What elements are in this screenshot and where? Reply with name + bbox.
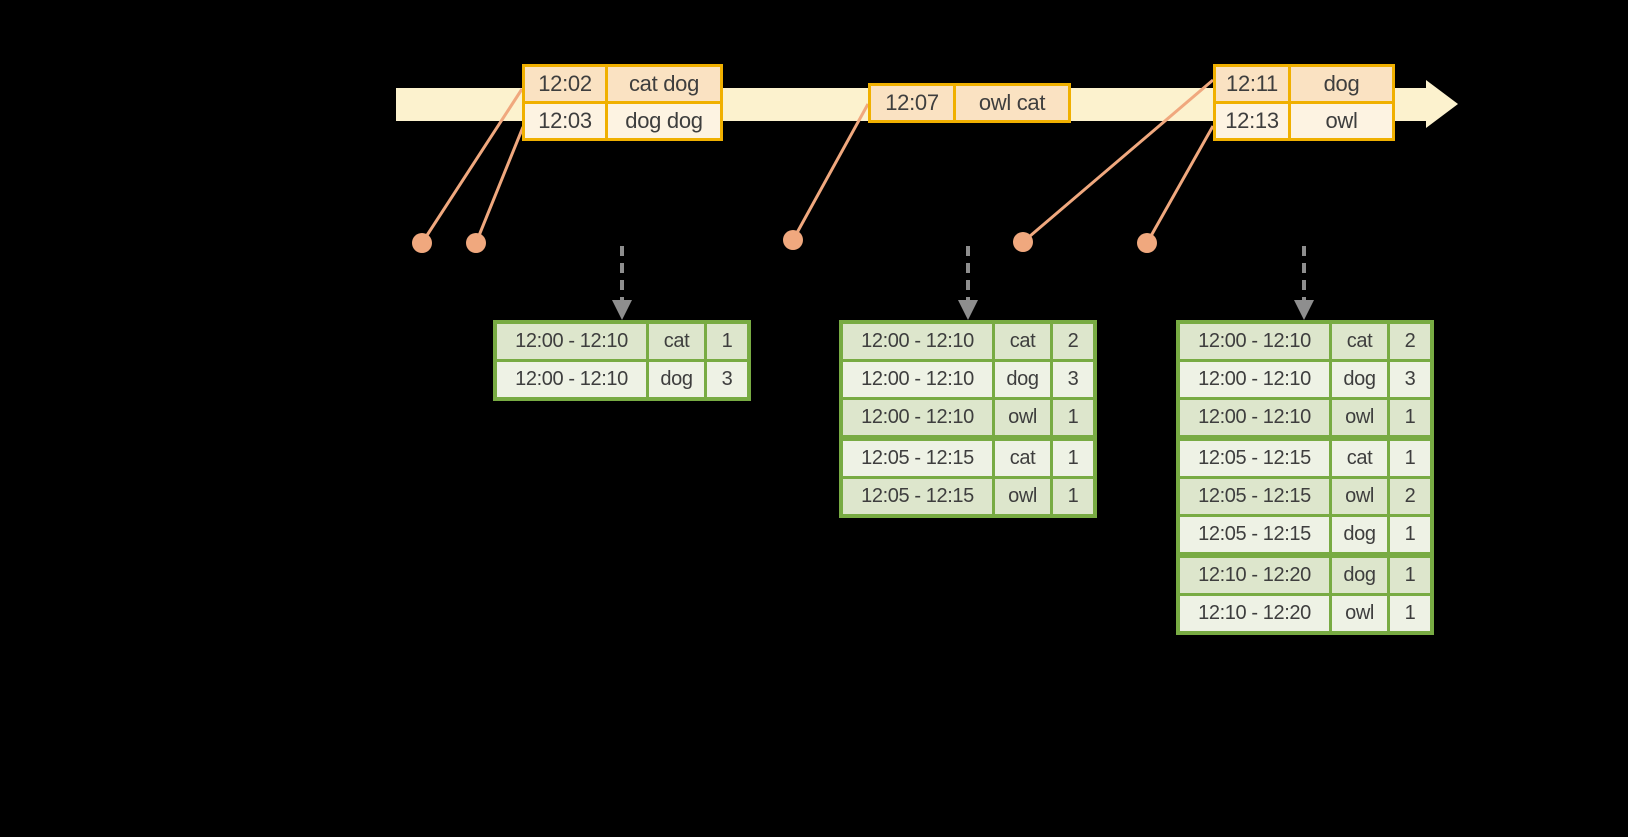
word-cell: owl: [1332, 400, 1387, 435]
window-cell: 12:05 - 12:15: [843, 479, 992, 514]
table-row: 12:03 dog dog: [525, 104, 720, 138]
word-cell: cat: [1332, 324, 1387, 359]
word-cell: dog: [1332, 517, 1387, 552]
window-cell: 12:05 - 12:15: [1180, 517, 1329, 552]
window-cell: 12:10 - 12:20: [1180, 558, 1329, 593]
window-cell: 12:00 - 12:10: [843, 324, 992, 359]
trigger-arrowheads: [612, 300, 1314, 320]
result-table-1: 12:00 - 12:10 cat 1 12:00 - 12:10 dog 3: [493, 320, 751, 401]
event-words-cell: owl: [1291, 104, 1392, 138]
count-cell: 3: [1053, 362, 1093, 397]
window-cell: 12:05 - 12:15: [1180, 479, 1329, 514]
word-cell: owl: [995, 400, 1050, 435]
count-cell: 1: [1053, 441, 1093, 476]
word-cell: owl: [1332, 479, 1387, 514]
window-cell: 12:00 - 12:10: [497, 362, 646, 397]
event-connector-line: [1145, 125, 1215, 244]
table-row: 12:11 dog: [1216, 67, 1392, 101]
count-cell: 1: [1053, 479, 1093, 514]
table-row: 12:00 - 12:10 cat 2: [1180, 324, 1430, 359]
event-table-3: 12:11 dog 12:13 owl: [1213, 64, 1395, 141]
table-row: 12:00 - 12:10 dog 3: [843, 362, 1093, 397]
window-cell: 12:00 - 12:10: [1180, 324, 1329, 359]
result-table-3: 12:00 - 12:10 cat 2 12:00 - 12:10 dog 3 …: [1176, 320, 1434, 635]
count-cell: 1: [1390, 558, 1430, 593]
window-cell: 12:00 - 12:10: [843, 362, 992, 397]
count-cell: 2: [1390, 324, 1430, 359]
table-row: 12:07 owl cat: [871, 86, 1068, 120]
event-time-dot: [466, 233, 486, 253]
event-connector-line: [420, 88, 524, 244]
word-cell: cat: [1332, 441, 1387, 476]
event-words-cell: dog dog: [608, 104, 720, 138]
word-cell: dog: [995, 362, 1050, 397]
event-time-dot: [783, 230, 803, 250]
event-time-cell: 12:07: [871, 86, 953, 120]
event-words-cell: owl cat: [956, 86, 1068, 120]
word-cell: owl: [1332, 596, 1387, 631]
count-cell: 3: [707, 362, 747, 397]
count-cell: 1: [1053, 400, 1093, 435]
table-row: 12:10 - 12:20 dog 1: [1180, 558, 1430, 593]
event-time-dot: [1013, 232, 1033, 252]
table-row: 12:05 - 12:15 dog 1: [1180, 517, 1430, 552]
table-row: 12:00 - 12:10 dog 3: [497, 362, 747, 397]
table-row: 12:05 - 12:15 cat 1: [1180, 441, 1430, 476]
table-row: 12:00 - 12:10 cat 1: [497, 324, 747, 359]
table-row: 12:13 owl: [1216, 104, 1392, 138]
event-time-dot: [1137, 233, 1157, 253]
event-time-cell: 12:03: [525, 104, 605, 138]
table-row: 12:00 - 12:10 dog 3: [1180, 362, 1430, 397]
table-row: 12:00 - 12:10 owl 1: [1180, 400, 1430, 435]
table-row: 12:05 - 12:15 cat 1: [843, 441, 1093, 476]
timeline-arrowhead-icon: [1426, 80, 1458, 128]
window-cell: 12:00 - 12:10: [497, 324, 646, 359]
window-cell: 12:10 - 12:20: [1180, 596, 1329, 631]
window-cell: 12:00 - 12:10: [1180, 400, 1329, 435]
table-row: 12:10 - 12:20 owl 1: [1180, 596, 1430, 631]
word-cell: cat: [995, 324, 1050, 359]
count-cell: 1: [1390, 596, 1430, 631]
window-cell: 12:05 - 12:15: [1180, 441, 1329, 476]
table-row: 12:00 - 12:10 owl 1: [843, 400, 1093, 435]
event-connector-line: [1022, 78, 1214, 244]
count-cell: 2: [1053, 324, 1093, 359]
count-cell: 1: [1390, 441, 1430, 476]
window-cell: 12:00 - 12:10: [843, 400, 992, 435]
word-cell: cat: [995, 441, 1050, 476]
event-table-1: 12:02 cat dog 12:03 dog dog: [522, 64, 723, 141]
event-table-2: 12:07 owl cat: [868, 83, 1071, 123]
count-cell: 1: [1390, 400, 1430, 435]
result-table-2: 12:00 - 12:10 cat 2 12:00 - 12:10 dog 3 …: [839, 320, 1097, 518]
table-row: 12:02 cat dog: [525, 67, 720, 101]
word-cell: dog: [649, 362, 704, 397]
event-time-cell: 12:11: [1216, 67, 1288, 101]
event-time-cell: 12:13: [1216, 104, 1288, 138]
event-time-dots: [412, 230, 1157, 253]
word-cell: cat: [649, 324, 704, 359]
table-row: 12:00 - 12:10 cat 2: [843, 324, 1093, 359]
word-cell: dog: [1332, 558, 1387, 593]
count-cell: 2: [1390, 479, 1430, 514]
count-cell: 3: [1390, 362, 1430, 397]
trigger-arrows: [620, 246, 1306, 302]
word-cell: dog: [1332, 362, 1387, 397]
count-cell: 1: [707, 324, 747, 359]
event-words-cell: dog: [1291, 67, 1392, 101]
word-cell: owl: [995, 479, 1050, 514]
arrow-down-icon: [958, 300, 978, 320]
table-row: 12:05 - 12:15 owl 2: [1180, 479, 1430, 514]
window-cell: 12:05 - 12:15: [843, 441, 992, 476]
event-connector-line: [791, 103, 870, 241]
event-words-cell: cat dog: [608, 67, 720, 101]
event-time-cell: 12:02: [525, 67, 605, 101]
event-connector-lines: [420, 78, 1215, 244]
arrow-down-icon: [1294, 300, 1314, 320]
window-cell: 12:00 - 12:10: [1180, 362, 1329, 397]
event-time-dot: [412, 233, 432, 253]
event-connector-line: [474, 126, 525, 244]
table-row: 12:05 - 12:15 owl 1: [843, 479, 1093, 514]
arrow-down-icon: [612, 300, 632, 320]
count-cell: 1: [1390, 517, 1430, 552]
